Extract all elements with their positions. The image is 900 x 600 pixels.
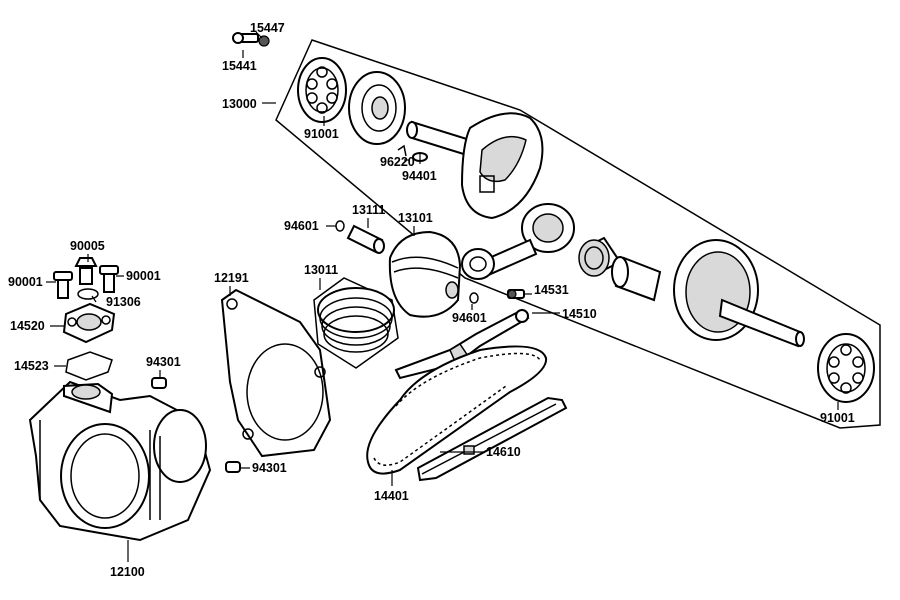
- label-91001-lower: 91001: [820, 411, 855, 425]
- crank-pin-bearing: [578, 236, 622, 277]
- label-13000: 13000: [222, 97, 257, 111]
- label-14401: 14401: [374, 489, 409, 503]
- label-14531: 14531: [534, 283, 569, 297]
- key-96220: [397, 144, 407, 157]
- chain-guide-14610: [416, 396, 568, 482]
- label-13111: 13111: [352, 203, 385, 217]
- cam-chain-tensioner-14520: [62, 302, 116, 344]
- label-12100: 12100: [110, 565, 145, 579]
- label-15441: 15441: [222, 59, 257, 73]
- circlip-94601-lower: [469, 292, 479, 304]
- oil-seal: [348, 71, 406, 145]
- bearing-91001-lower: [817, 333, 875, 403]
- label-14510: 14510: [562, 307, 597, 321]
- label-94301-lower: 94301: [252, 461, 287, 475]
- label-90005: 90005: [70, 239, 105, 253]
- label-14610: 14610: [486, 445, 521, 459]
- connecting-rod: [461, 203, 575, 280]
- label-91306: 91306: [106, 295, 141, 309]
- cam-chain-14401: [366, 345, 548, 475]
- piston-ring-set-13011: [313, 277, 399, 369]
- bolt-90001-left: [53, 271, 73, 299]
- label-14520: 14520: [10, 319, 45, 333]
- bolt-90005: [74, 257, 98, 285]
- nut-15447: [258, 35, 270, 47]
- circlip-94601-upper: [335, 220, 345, 232]
- label-14523: 14523: [14, 359, 49, 373]
- tensioner-gasket-14523: [65, 351, 113, 381]
- label-90001-right: 90001: [126, 269, 161, 283]
- dowel-pin-94301-lower: [225, 461, 241, 473]
- dowel-pin-94301-upper: [151, 377, 167, 389]
- label-94601-lower: 94601: [452, 311, 487, 325]
- bolt-90001-right: [99, 265, 119, 293]
- label-91001-upper: 91001: [304, 127, 339, 141]
- cylinder-gasket-12191: [220, 288, 332, 458]
- piston-13101: [388, 230, 462, 318]
- label-94301-upper: 94301: [146, 355, 181, 369]
- label-94601-upper: 94601: [284, 219, 319, 233]
- label-13101: 13101: [398, 211, 433, 225]
- crankshaft-right-half: [673, 239, 805, 348]
- label-96220: 96220: [380, 155, 415, 169]
- piston-pin-13111: [346, 224, 385, 254]
- label-90001-left: 90001: [8, 275, 43, 289]
- label-13011: 13011: [304, 263, 338, 277]
- crank-pin: [611, 256, 662, 302]
- label-12191: 12191: [214, 271, 249, 285]
- bolt-14531: [507, 289, 525, 299]
- label-15447: 15447: [250, 21, 285, 35]
- o-ring-91306: [77, 288, 99, 300]
- bolt-15441: [232, 32, 259, 44]
- cylinder-12100: [28, 380, 212, 542]
- bearing-91001-upper: [297, 57, 347, 123]
- crankshaft-left-half: [406, 112, 544, 220]
- label-94401: 94401: [402, 169, 437, 183]
- crankshaft-assembly-outline: [275, 39, 881, 429]
